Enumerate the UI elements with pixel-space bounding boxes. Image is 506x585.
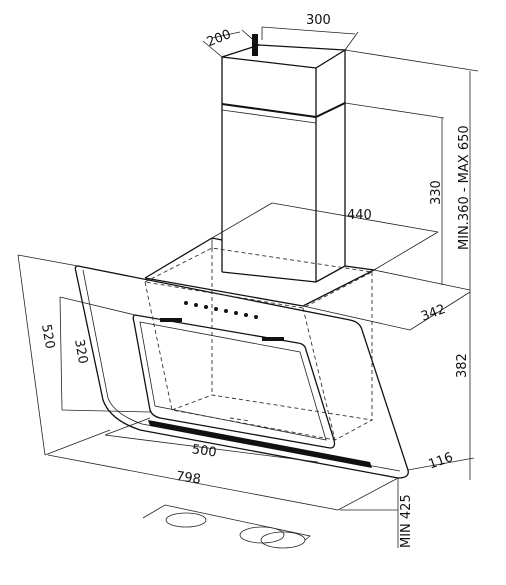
bottom-strip	[148, 420, 372, 468]
label-116: 116	[427, 450, 455, 473]
chimney-base	[144, 237, 377, 307]
control-buttons	[184, 301, 258, 319]
hob	[142, 504, 311, 549]
label-798: 798	[175, 469, 202, 487]
label-300: 300	[306, 13, 331, 28]
dimension-lines	[17, 26, 479, 548]
label-382: 382	[455, 353, 470, 378]
label-height-range: MIN.360 - MAX 650	[457, 125, 472, 250]
label-440: 440	[347, 208, 372, 223]
hidden-body	[143, 247, 374, 441]
chimney	[221, 34, 348, 283]
label-520: 520	[38, 323, 57, 350]
label-min-425: MIN 425	[399, 494, 414, 548]
label-330: 330	[429, 180, 444, 205]
label-500: 500	[191, 442, 218, 460]
label-200: 200	[205, 27, 234, 50]
inner-panel	[132, 314, 336, 449]
glass-panel	[74, 265, 409, 479]
label-320: 320	[71, 338, 90, 365]
label-342: 342	[419, 302, 447, 325]
